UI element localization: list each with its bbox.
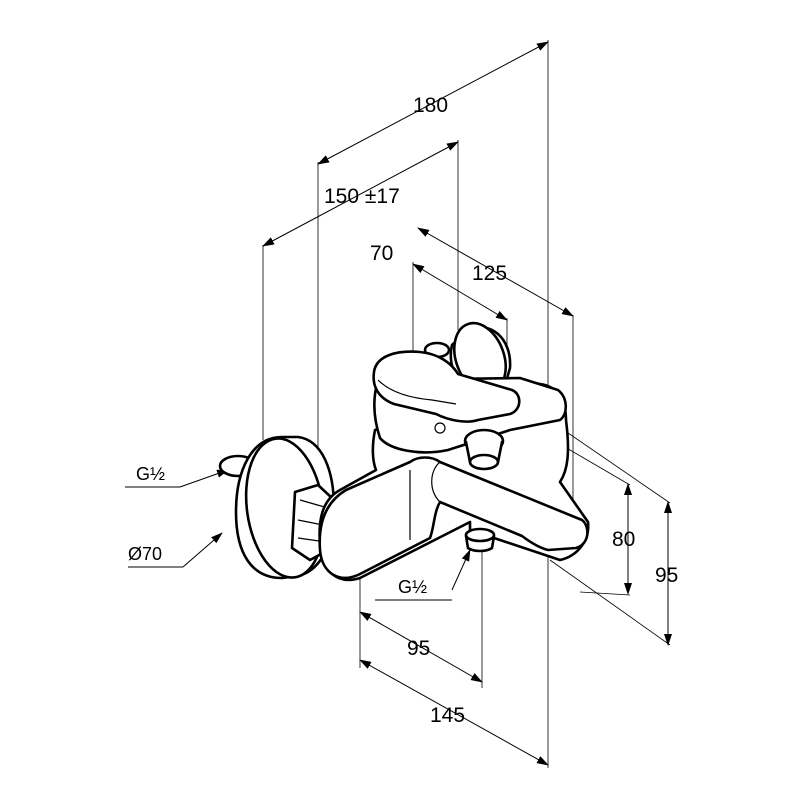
label-95-vertical: 95	[655, 564, 678, 587]
dim-145-line	[359, 659, 549, 766]
dimension-lines	[125, 41, 672, 766]
label-150: 150 ±17	[324, 185, 400, 208]
faucet-illustration	[218, 321, 590, 582]
right-rosette	[423, 321, 512, 395]
label-95-horizontal: 95	[407, 637, 430, 660]
label-180: 180	[413, 94, 448, 117]
label-g12-bottom: G½	[398, 577, 427, 597]
dimension-labels: 180 150 ±17 70 125 80 95 95 145 G½ G½ Ø7…	[128, 94, 678, 727]
leader-d70	[182, 532, 223, 568]
left-rosette	[218, 435, 336, 580]
dim-125-line	[417, 227, 574, 317]
label-diameter-70: Ø70	[128, 544, 162, 564]
leader-g12-left	[179, 469, 229, 488]
label-80: 80	[612, 528, 635, 551]
spout	[318, 456, 589, 580]
lever-handle	[372, 350, 521, 423]
label-g12-left: G½	[136, 464, 165, 484]
leader-g12-bottom	[451, 549, 471, 591]
dim-150-line	[262, 141, 459, 247]
label-145: 145	[430, 704, 465, 727]
diverter-knob	[463, 428, 505, 471]
label-125: 125	[472, 262, 507, 285]
label-70: 70	[370, 242, 393, 265]
bottom-outlet	[464, 527, 496, 553]
